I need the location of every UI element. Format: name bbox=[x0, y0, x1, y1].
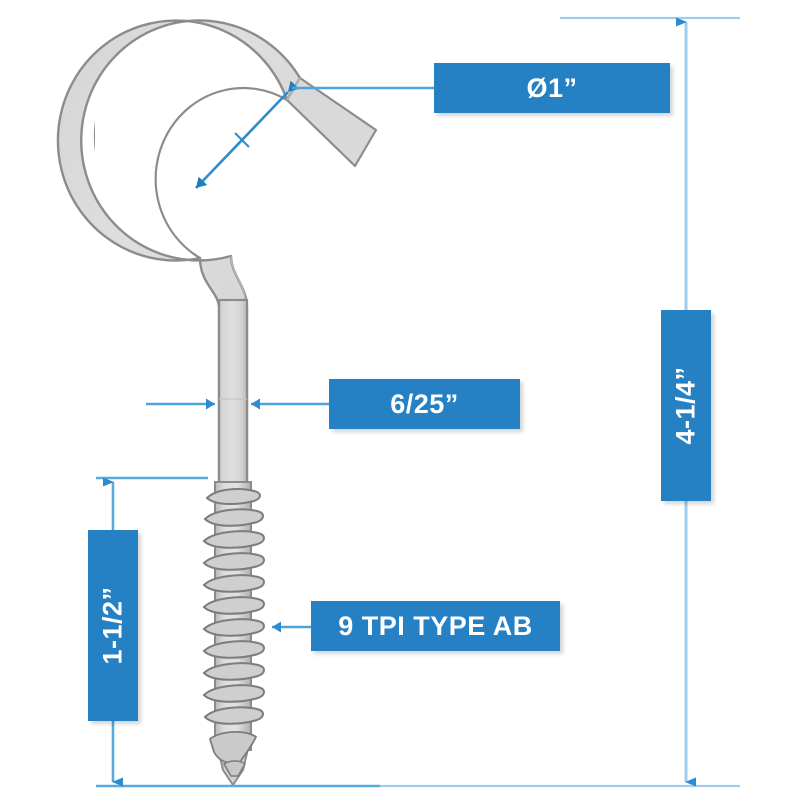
dimension-overall-length bbox=[380, 16, 740, 788]
callout-shank-diameter-label: 6/25” bbox=[390, 388, 459, 419]
callout-thread-spec[interactable]: 9 TPI TYPE AB bbox=[311, 601, 560, 651]
callout-shank-diameter[interactable]: 6/25” bbox=[329, 379, 520, 429]
dimension-hook-diameter bbox=[195, 80, 300, 189]
callout-overall-length[interactable]: 4-1/4” bbox=[661, 310, 711, 501]
callout-thread-length[interactable]: 1-1/2” bbox=[88, 530, 138, 721]
threaded-shaft bbox=[202, 481, 265, 786]
callout-overall-length-label: 4-1/4” bbox=[670, 366, 701, 445]
callout-thread-spec-label: 9 TPI TYPE AB bbox=[338, 610, 533, 641]
callout-hook-diameter[interactable]: Ø1” bbox=[434, 63, 670, 113]
callout-thread-length-label: 1-1/2” bbox=[97, 586, 128, 665]
dimension-thread-length bbox=[96, 476, 380, 788]
callout-hook-diameter-label: Ø1” bbox=[526, 72, 578, 103]
screw-hook-outline bbox=[56, 5, 425, 505]
